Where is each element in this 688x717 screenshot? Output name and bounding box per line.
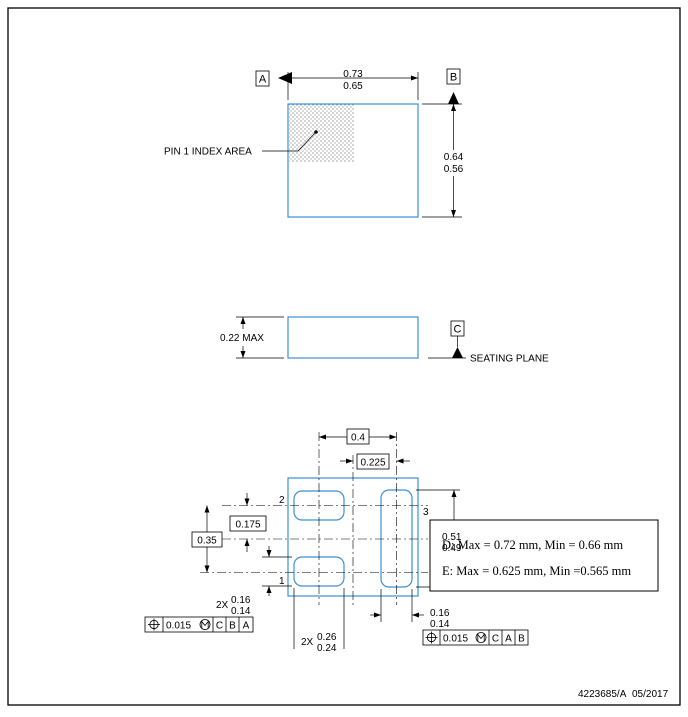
side-view-outline xyxy=(287,316,419,359)
pin1-index-area xyxy=(289,104,354,162)
datum-c-triangle xyxy=(452,347,463,358)
top-view-outline xyxy=(287,103,419,218)
tolerance-frame-left: 0.015 C B A xyxy=(144,616,254,633)
mmc-icon xyxy=(475,632,487,643)
pin-2-label: 2 xyxy=(279,495,285,506)
tol-left-datum-2: B xyxy=(229,621,236,632)
mmc-icon xyxy=(199,619,211,630)
width-max: 0.73 xyxy=(343,69,363,80)
datum-b-triangle xyxy=(448,92,459,104)
drawing-date: 05/2017 xyxy=(632,689,669,700)
side-height-label: 0.22 MAX xyxy=(220,333,264,344)
bottom-view: 0.4 0.225 2 1 3 0.175 0.35 xyxy=(144,428,529,654)
tol-right-datum-1: C xyxy=(492,634,499,645)
pitch-y-label: 0.175 xyxy=(235,520,260,531)
tol-right-datum-2: A xyxy=(505,634,512,645)
pad3-len-max: 0.51 xyxy=(442,532,462,543)
pitch-x-label: 0.4 xyxy=(351,433,365,444)
pad-w-max: 0.26 xyxy=(317,632,337,643)
pin1-dot xyxy=(314,130,318,134)
offset-x-label: 0.225 xyxy=(360,458,385,469)
tolerance-frame-right: 0.015 C A B xyxy=(422,629,529,646)
datum-b-box xyxy=(446,68,461,85)
side-arrow-bottom xyxy=(240,351,246,358)
height-arrow-bottom xyxy=(451,210,456,217)
span-y-box xyxy=(191,531,223,548)
pad-h-min: 0.14 xyxy=(231,606,251,617)
datum-c-label: C xyxy=(454,324,462,336)
tol-left-datum-1: C xyxy=(216,621,223,632)
tol-right-value: 0.015 xyxy=(443,634,468,645)
side-arrow-top xyxy=(240,317,246,324)
seating-plane-label: SEATING PLANE xyxy=(470,354,549,365)
pin1-label: PIN 1 INDEX AREA xyxy=(164,147,252,158)
tol-left-value: 0.015 xyxy=(166,621,191,632)
datum-a-label: A xyxy=(259,74,267,86)
tol-right-datum-3: B xyxy=(518,634,525,645)
drawing-code: 4223685/A xyxy=(578,689,627,700)
pitch-y-box xyxy=(229,515,267,532)
side-view: 0.22 MAX C SEATING PLANE xyxy=(220,316,549,365)
position-icon xyxy=(148,618,160,631)
pin-1-label: 1 xyxy=(279,576,285,587)
note-box xyxy=(429,519,659,592)
pad-w-prefix: 2X xyxy=(301,637,314,648)
offset-x-box xyxy=(356,453,390,470)
pad3-w-min: 0.14 xyxy=(430,619,450,630)
width-arrow-right xyxy=(411,75,418,81)
width-min: 0.65 xyxy=(343,81,363,92)
top-view: A 0.73 0.65 B 0.64 0.56 PIN 1 INDEX AREA xyxy=(164,68,468,218)
datum-b-label: B xyxy=(450,72,457,84)
pad3-w-max: 0.16 xyxy=(430,608,450,619)
pad-h-prefix: 2X xyxy=(216,600,229,611)
tol-left-datum-3: A xyxy=(243,621,250,632)
pitch-x-box xyxy=(346,428,370,445)
pin-3-label: 3 xyxy=(423,507,429,518)
height-min: 0.56 xyxy=(444,164,464,175)
pad3-len-min: 0.49 xyxy=(442,543,462,554)
sheet-border xyxy=(7,7,681,706)
note-line-1: D: Max = 0.72 mm, Min = 0.66 mm xyxy=(442,538,623,552)
note-line-2: E: Max = 0.625 mm, Min =0.565 mm xyxy=(442,564,631,578)
height-max: 0.64 xyxy=(444,152,464,163)
pin1-leader xyxy=(262,131,317,152)
datum-a-arrow xyxy=(278,72,292,84)
datum-a-box xyxy=(255,70,270,87)
position-icon xyxy=(425,631,438,644)
pad-w-min: 0.24 xyxy=(317,643,337,654)
span-y-label: 0.35 xyxy=(197,536,217,547)
pad-h-max: 0.16 xyxy=(231,595,251,606)
height-arrow-top xyxy=(451,104,456,111)
dimension-note: 0.51 0.49 D: Max = 0.72 mm, Min = 0.66 m… xyxy=(429,519,659,592)
